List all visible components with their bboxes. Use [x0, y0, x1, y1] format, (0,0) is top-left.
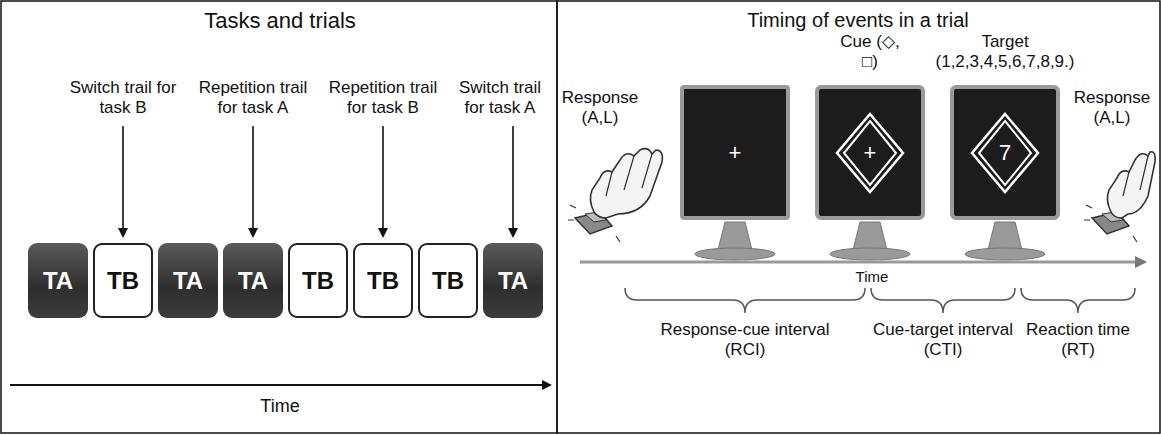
monitor-screen	[817, 87, 923, 218]
trial-box: TA	[28, 243, 88, 318]
node-text: TA	[498, 267, 528, 295]
node-text: TB	[107, 267, 139, 295]
cue-diamond: +	[835, 112, 905, 194]
annotation-label: Repetition trail for task B	[323, 78, 443, 119]
panel-frame	[557, 1, 1160, 433]
trial-box: TB	[418, 243, 478, 318]
panel-title: Tasks and trials	[130, 8, 430, 34]
node-text: TB	[432, 267, 464, 295]
time-axis	[10, 384, 550, 386]
node-text: TA	[173, 267, 203, 295]
time-line	[580, 261, 1145, 264]
annotation-label: Repetition trail for task A	[193, 78, 313, 119]
trial-box: TA	[158, 243, 218, 318]
trial-box: TB	[288, 243, 348, 318]
trial-box: TB	[353, 243, 413, 318]
annotation-label: Cue (◇, □)	[834, 32, 906, 73]
callout-arrows	[123, 126, 513, 236]
panel-frame	[1, 1, 557, 433]
annotation-label: Response-cue interval (RCI)	[650, 320, 840, 361]
annotation-label: Target (1,2,3,4,5,6,7,8,9.)	[919, 32, 1091, 73]
panel-title: Timing of events in a trial	[678, 8, 1038, 32]
node-text: TA	[238, 267, 268, 295]
annotation-label: Reaction time (RT)	[1018, 320, 1138, 361]
node-text: +	[864, 140, 877, 166]
trial-box: TB	[93, 243, 153, 318]
node-text: +	[729, 140, 742, 166]
annotation-label: Switch trail for task B	[63, 78, 183, 119]
trial-box: TA	[223, 243, 283, 318]
node-text: TB	[367, 267, 399, 295]
annotation-label: Response (A,L)	[555, 88, 645, 129]
node-text: TB	[302, 267, 334, 295]
cue-diamond: 7	[970, 112, 1040, 194]
trial-box: TA	[483, 243, 543, 318]
monitor-screen: +	[680, 85, 790, 220]
annotation-label: Time	[230, 396, 330, 418]
annotation-label: Response (A,L)	[1071, 88, 1153, 129]
monitor-stands	[695, 222, 1045, 260]
node-text: 7	[999, 140, 1011, 166]
interval-braces	[625, 288, 1135, 313]
hand-icon	[568, 149, 662, 242]
node-text: TA	[43, 267, 73, 295]
monitor-screen	[952, 87, 1058, 218]
annotation-label: Switch trail for task A	[450, 78, 550, 119]
hand-icon	[1084, 152, 1155, 242]
annotation-label: Cue-target interval (CTI)	[873, 320, 1013, 361]
annotation-label: Time	[830, 268, 914, 286]
